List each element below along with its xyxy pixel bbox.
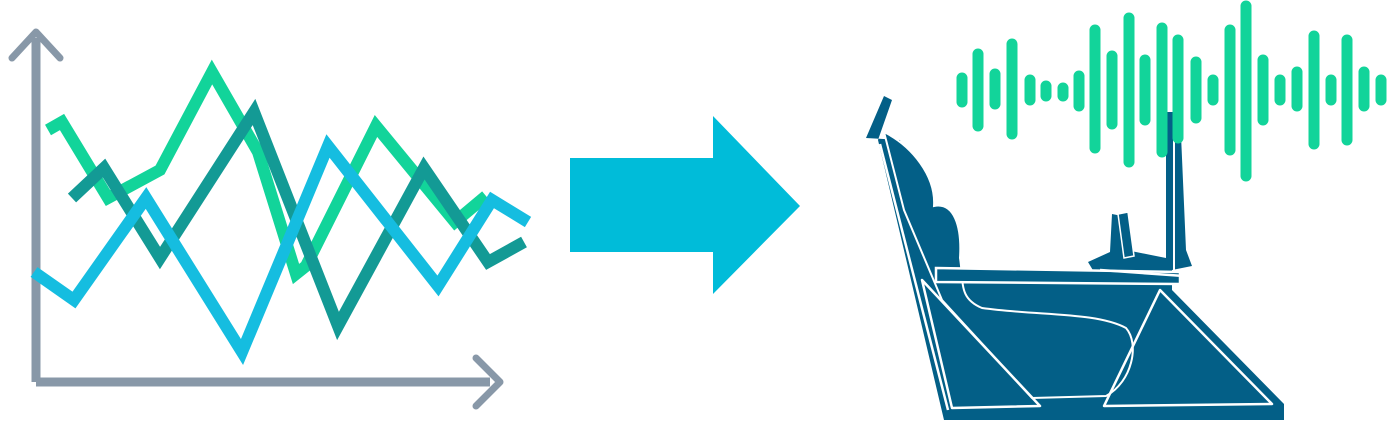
right-arrow-icon — [570, 116, 800, 294]
rig-top-rail — [934, 266, 1182, 286]
chart-line-cyan — [30, 134, 532, 366]
rig-seat — [882, 130, 1134, 400]
racing-simulator-rig-icon — [866, 96, 1284, 420]
y-axis-arrowhead — [8, 28, 64, 62]
rig-left-triangle-outline — [920, 278, 1042, 410]
rig-cross-bar-outline — [1099, 268, 1185, 278]
audio-waveform-icon — [956, 0, 1387, 182]
rig-front-strut-outline — [878, 143, 950, 411]
rig-right-triangle-outline — [1102, 288, 1274, 408]
x-axis-arrowhead — [472, 354, 504, 410]
line-chart-icon — [8, 28, 532, 410]
rig-frame — [866, 96, 1284, 420]
rig-steering-column — [1117, 211, 1135, 259]
chart-axes — [8, 28, 504, 410]
